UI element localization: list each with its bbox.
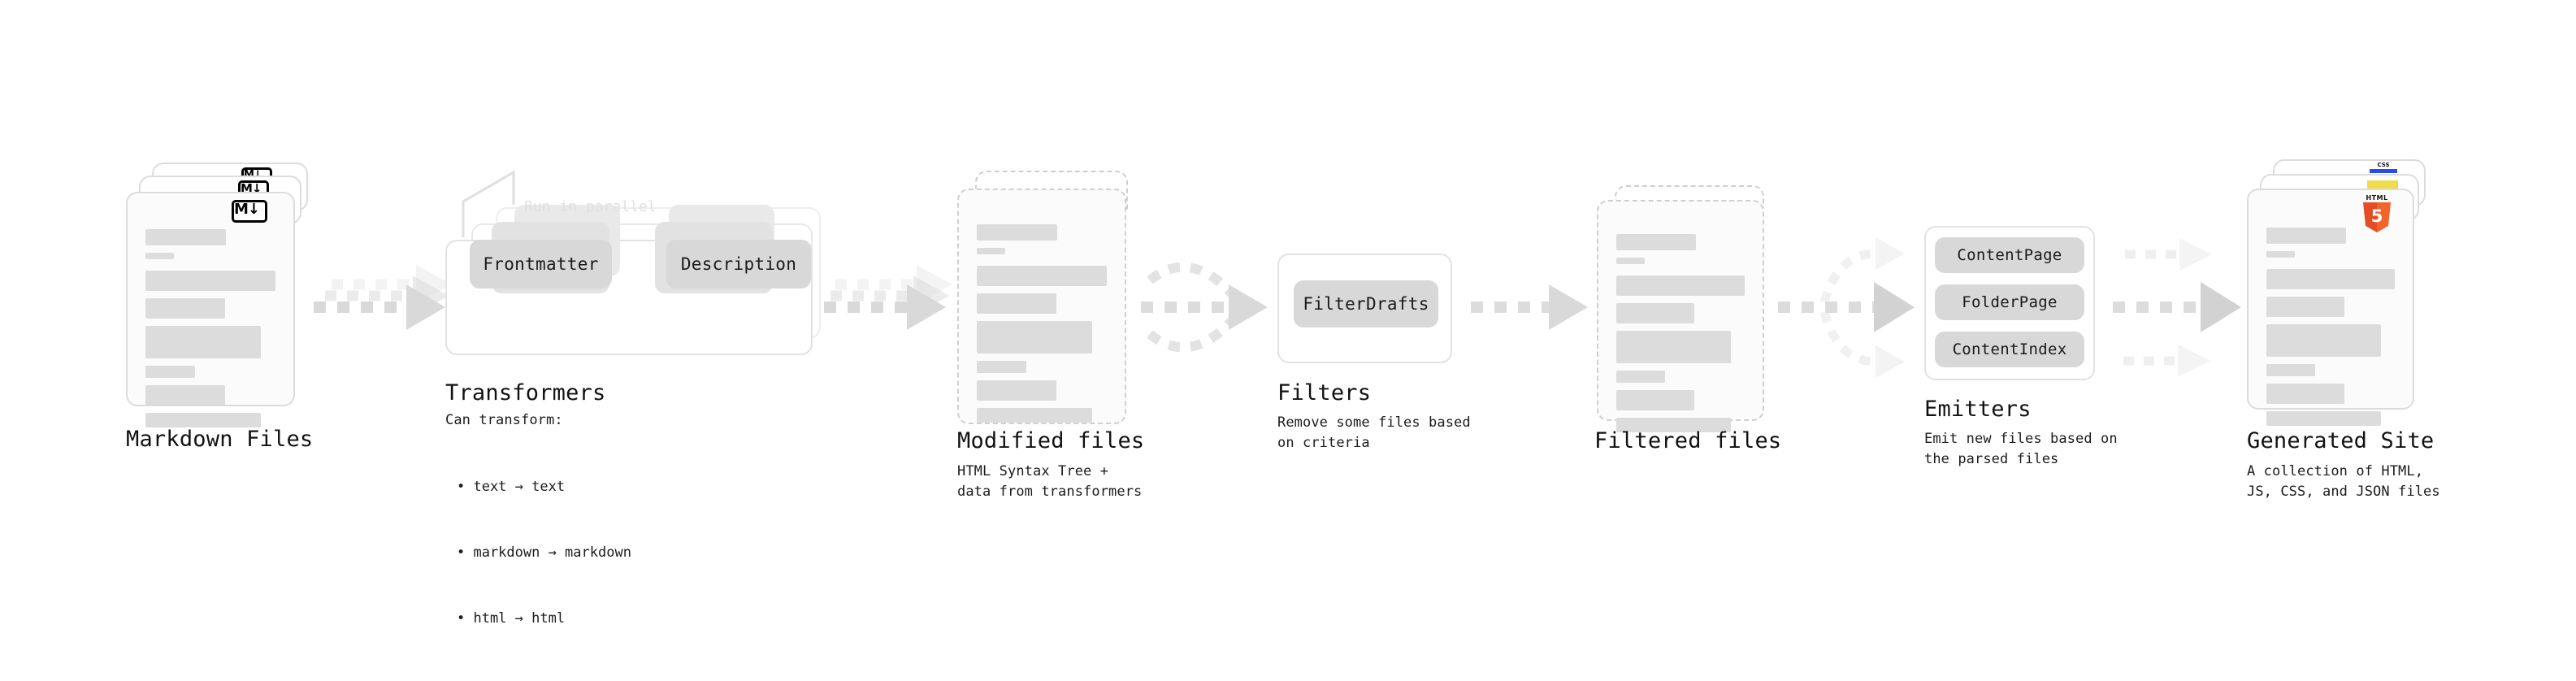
filtered-files-stack <box>1597 185 1788 432</box>
doc-bar-para <box>2266 297 2345 317</box>
run-in-parallel-note: Run in parallel <box>524 198 657 215</box>
filters-description: Remove some files based on criteria <box>1277 414 1471 451</box>
stage-label-markdown-files: Markdown Files <box>126 427 314 452</box>
doc-bar-para <box>1616 371 1666 383</box>
doc-bar-title <box>2266 228 2346 244</box>
html5-shield: 5 <box>2363 202 2391 232</box>
html5-badge-label: HTML <box>2366 194 2388 202</box>
connector-transformers-to-modified <box>824 265 952 330</box>
css-badge-glyph: CSS <box>2369 163 2398 174</box>
doc-bar-sub <box>977 248 1006 254</box>
doc-bar-para <box>2266 384 2345 404</box>
generated-site-description: A collection of HTML, JS, CSS, and JSON … <box>2247 463 2440 500</box>
modified-doc-front <box>957 189 1126 424</box>
modified-files-description: HTML Syntax Tree + data from transformer… <box>957 463 1143 500</box>
connector-modified-to-filters <box>1141 262 1268 353</box>
markdown-doc-bars <box>145 229 275 435</box>
doc-bar-para <box>1616 390 1695 410</box>
connector-md-to-transformers <box>314 265 452 330</box>
doc-bar-para <box>1616 275 1745 296</box>
doc-bar-sub <box>145 253 175 259</box>
chip-frontmatter[interactable]: Frontmatter <box>470 240 612 288</box>
doc-bar-title <box>977 224 1058 241</box>
doc-bar-sub <box>2266 251 2295 258</box>
markdown-files-stack: M↓ M↓ M↓ <box>126 163 317 427</box>
stage-label-transformers: Transformers <box>445 380 606 406</box>
connector-filters-to-filtered <box>1471 284 1588 330</box>
markdown-icon: M↓ <box>232 200 267 223</box>
doc-bar-para <box>145 413 262 427</box>
doc-bar-title <box>145 229 227 245</box>
transformers-bullet-item: • html → html <box>457 610 566 627</box>
doc-bar-para <box>977 361 1026 373</box>
filters-group: FilterDrafts <box>1277 254 1452 363</box>
markdown-doc-front <box>126 192 295 427</box>
doc-bar-para <box>2266 364 2316 376</box>
doc-bar-para <box>977 408 1093 423</box>
chip-contentindex[interactable]: ContentIndex <box>1935 332 2084 367</box>
doc-bar-para <box>145 385 225 406</box>
css-badge-label: CSS <box>2377 162 2390 168</box>
emitters-description: Emit new files based on the parsed files <box>1924 431 2118 467</box>
html5-digit: 5 <box>2370 206 2383 226</box>
chip-folderpage[interactable]: FolderPage <box>1935 284 2084 320</box>
css-badge-underline <box>2370 169 2397 173</box>
connector-emitters-to-site <box>2113 238 2241 377</box>
transformers-bullet-item: • markdown → markdown <box>457 544 631 561</box>
doc-bar-title <box>1616 234 1696 250</box>
doc-bar-para <box>977 321 1093 354</box>
doc-bar-para <box>977 293 1056 314</box>
doc-bar-para <box>977 266 1107 286</box>
doc-bar-para <box>145 271 275 291</box>
css-icon: CSS <box>2369 163 2398 174</box>
transformers-group: Frontmatter Frontmatter Frontmatter Desc… <box>445 205 835 370</box>
stage-label-modified-files: Modified files <box>957 428 1145 453</box>
generated-site-stack: CSS HTML 5 <box>2247 159 2442 426</box>
transformers-bullets: • text → text • markdown → markdown • ht… <box>457 432 631 674</box>
html5-badge-glyph: HTML 5 <box>2361 195 2393 232</box>
doc-bar-para <box>1616 331 1731 363</box>
site-doc-bars <box>2266 228 2395 433</box>
stage-label-filtered-files: Filtered files <box>1594 428 1782 453</box>
connector-filtered-to-emitters <box>1778 237 1915 378</box>
emitters-group: ContentPage FolderPage ContentIndex <box>1924 226 2095 380</box>
stage-label-emitters: Emitters <box>1924 397 2032 422</box>
stage-label-filters: Filters <box>1277 380 1372 406</box>
doc-bar-para <box>145 326 262 358</box>
doc-bar-sub <box>1616 258 1645 264</box>
doc-bar-para <box>2266 411 2381 426</box>
filtered-doc-bars <box>1616 234 1745 440</box>
stage-label-generated-site: Generated Site <box>2247 428 2435 453</box>
chip-filterdrafts[interactable]: FilterDrafts <box>1294 280 1438 327</box>
doc-bar-para <box>1616 418 1731 432</box>
doc-bar-para <box>1616 303 1695 323</box>
doc-bar-para <box>2266 269 2395 289</box>
transformers-description: Can transform: <box>445 412 563 428</box>
html5-icon: HTML 5 <box>2361 195 2393 232</box>
chip-contentpage[interactable]: ContentPage <box>1935 237 2084 273</box>
doc-bar-para <box>145 298 225 319</box>
modified-files-stack <box>957 171 1148 424</box>
doc-bar-para <box>145 366 195 378</box>
modified-doc-bars <box>977 224 1107 430</box>
doc-bar-para <box>2266 324 2381 357</box>
doc-bar-para <box>977 380 1056 401</box>
markdown-badge-glyph: M↓ <box>232 200 267 223</box>
filtered-doc-front <box>1597 200 1764 432</box>
transformers-bullet-item: • text → text <box>457 479 566 495</box>
chip-description[interactable]: Description <box>666 240 811 288</box>
